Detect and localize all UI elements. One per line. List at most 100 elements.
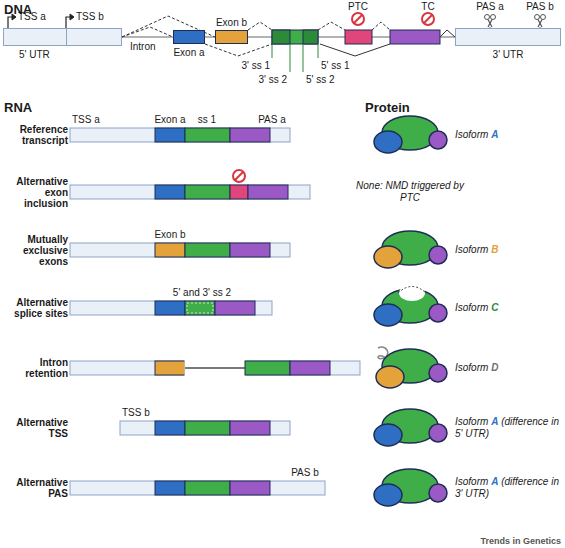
row-label: Alternative exon inclusion bbox=[2, 176, 68, 209]
intron-gap bbox=[185, 360, 245, 376]
stop-symbol bbox=[352, 13, 364, 25]
exon-box bbox=[185, 128, 230, 142]
exon-box bbox=[230, 185, 248, 199]
region-label: 3' UTR bbox=[493, 49, 524, 61]
scissors-handle bbox=[491, 15, 496, 20]
section-heading: Protein bbox=[365, 100, 410, 115]
exon-box bbox=[185, 185, 230, 199]
isoform-label: Isoform B bbox=[455, 244, 561, 256]
arrow-head bbox=[70, 14, 74, 20]
exon-box bbox=[155, 185, 185, 199]
row-label: Intron retention bbox=[2, 357, 68, 379]
splice-line bbox=[248, 22, 272, 30]
dotted-outline bbox=[398, 287, 426, 294]
scissors-handle bbox=[535, 15, 540, 20]
dotted-region bbox=[187, 303, 213, 313]
exon-box bbox=[230, 128, 270, 142]
transcript-bar bbox=[70, 481, 325, 495]
transcript-bar bbox=[120, 421, 290, 435]
splice-line bbox=[320, 44, 390, 56]
exon-box bbox=[245, 361, 290, 375]
scissors-blade bbox=[538, 20, 542, 28]
exon-box bbox=[185, 481, 230, 495]
scissors-blade bbox=[538, 20, 542, 28]
region-label: Exon a bbox=[173, 47, 204, 59]
tss-divider bbox=[66, 29, 67, 45]
annotation: TSS b bbox=[76, 11, 104, 23]
gene-region-box: Exon a bbox=[173, 30, 205, 44]
exon-box bbox=[185, 421, 230, 435]
protein-domain bbox=[429, 246, 447, 264]
protein-domain bbox=[374, 304, 402, 326]
annotation: PAS b bbox=[526, 1, 554, 13]
annotation: PAS a bbox=[258, 114, 286, 126]
stop-symbol bbox=[422, 13, 434, 25]
annotation: 5' ss 1 bbox=[321, 60, 350, 72]
isoform-label: Isoform D bbox=[455, 362, 561, 374]
isoform-label: Isoform A (difference in 3' UTR) bbox=[455, 476, 561, 500]
row-label: Alternative PAS bbox=[2, 477, 68, 499]
stop-slash bbox=[354, 15, 362, 23]
gene-region-box: 3' UTR bbox=[455, 28, 561, 46]
region-label: 5' UTR bbox=[19, 49, 50, 61]
isoform-label: Isoform A (difference in 5' UTR) bbox=[455, 416, 561, 440]
protein-domain bbox=[374, 131, 402, 153]
annotation: 5' and 3' ss 2 bbox=[173, 287, 231, 299]
splice-line bbox=[318, 22, 345, 30]
row-label: Mutually exclusive exons bbox=[2, 234, 68, 267]
exon-box bbox=[155, 361, 185, 375]
protein-domain bbox=[376, 366, 404, 388]
last-exon bbox=[390, 30, 440, 44]
annotation: Intron bbox=[130, 41, 156, 53]
exon-box bbox=[230, 481, 270, 495]
leader-line bbox=[318, 45, 319, 58]
exon-box bbox=[185, 243, 230, 257]
stop-slash bbox=[424, 15, 432, 23]
transcript-bar bbox=[70, 243, 290, 257]
annotation: PAS a bbox=[476, 1, 504, 13]
annotation: TSS b bbox=[122, 407, 150, 419]
exon-box bbox=[290, 361, 330, 375]
stop-slash bbox=[235, 172, 243, 180]
isoform-label: Isoform A bbox=[455, 129, 561, 141]
transcript-bar bbox=[70, 361, 360, 375]
annotation: TSS a bbox=[18, 11, 46, 23]
missing-region bbox=[399, 285, 425, 301]
retained-intron bbox=[185, 367, 245, 369]
watermark: Trends in Genetics bbox=[480, 535, 561, 547]
exon-box bbox=[248, 185, 288, 199]
annotation: Exon a bbox=[154, 114, 185, 126]
transcript-bar bbox=[70, 185, 310, 199]
protein-domain bbox=[429, 304, 447, 322]
protein-domain bbox=[429, 364, 447, 382]
gene-region-box: 5' UTR bbox=[3, 28, 122, 46]
annotation: ss 1 bbox=[198, 114, 216, 126]
splice-line bbox=[440, 30, 455, 37]
stop-symbol bbox=[233, 170, 245, 182]
isoform-note: None: NMD triggered by PTC bbox=[355, 180, 465, 204]
annotation: TSS a bbox=[72, 114, 100, 126]
scissors-handle bbox=[541, 15, 546, 20]
protein-domain bbox=[429, 131, 447, 149]
scissors-handle bbox=[485, 15, 490, 20]
annotation: TC bbox=[421, 1, 434, 13]
annotation: 3' ss 2 bbox=[258, 74, 287, 86]
protein-domain bbox=[374, 484, 402, 506]
exon-box bbox=[155, 128, 185, 142]
annotation: PTC bbox=[348, 1, 368, 13]
exon-box bbox=[155, 243, 185, 257]
exon-box bbox=[155, 301, 185, 315]
annotation: PAS b bbox=[291, 467, 319, 479]
exon-box bbox=[230, 421, 270, 435]
exon-box bbox=[185, 301, 215, 315]
row-label: Reference transcript bbox=[2, 124, 68, 146]
annotation: Exon b bbox=[154, 229, 185, 241]
ptc-exon bbox=[345, 30, 372, 44]
region-label: Exon b bbox=[216, 17, 247, 29]
splice-line bbox=[372, 22, 390, 30]
splice-line bbox=[205, 44, 272, 56]
annotation: 5' ss 2 bbox=[306, 74, 335, 86]
row-label: Alternative splice sites bbox=[2, 297, 68, 319]
gene-region-box: Exon b bbox=[215, 30, 248, 44]
